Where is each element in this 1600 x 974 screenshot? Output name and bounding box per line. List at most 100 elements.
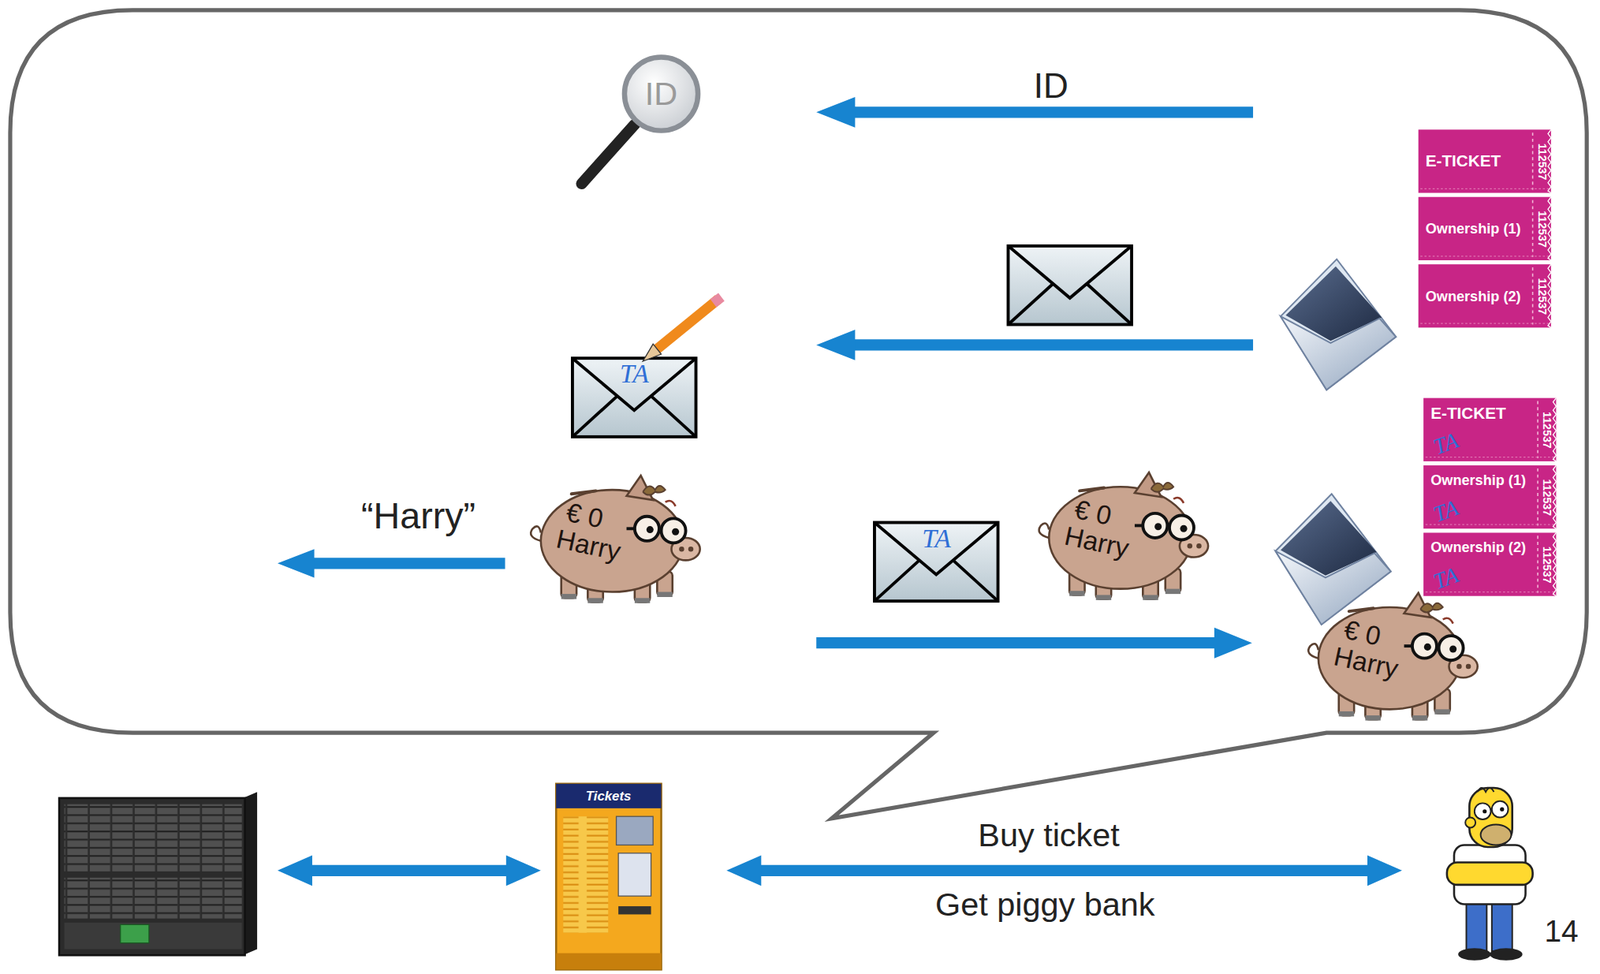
arrow-shaft — [846, 339, 1254, 351]
ticket-node: Ownership (2) 112537 — [1418, 264, 1552, 328]
pig-node: € 0Harry — [1312, 592, 1466, 725]
ticket-stub — [1418, 197, 1552, 261]
machine-keypad — [618, 853, 651, 896]
rack-base — [64, 922, 243, 950]
machine-base — [555, 953, 661, 970]
magnifier — [581, 56, 699, 183]
pig-node: € 0Harry — [1044, 471, 1198, 605]
label-text: Get piggy bank — [935, 885, 1156, 924]
machine-body — [555, 783, 661, 970]
signature-mark: TA — [1430, 496, 1462, 526]
label-text: ID — [1033, 65, 1069, 106]
owner-name: Harry — [1331, 641, 1401, 684]
signature-mark: TA — [921, 524, 952, 552]
figure-ear — [1465, 817, 1476, 828]
machine-title: Tickets — [585, 788, 632, 804]
figure-eye — [1491, 801, 1509, 818]
ticket-stub — [1418, 264, 1552, 328]
signature-mark: TA — [619, 360, 649, 388]
ticket-stub — [1418, 129, 1552, 193]
speech-bubble — [10, 10, 1587, 819]
envelope — [874, 522, 999, 602]
pencil-tip — [642, 343, 661, 362]
arrow-head — [506, 854, 541, 886]
label-text: 14 — [1544, 913, 1578, 950]
rack-screen — [120, 924, 150, 943]
ticket-node: Ownership (2) 112537 TA — [1423, 532, 1556, 596]
owner-name: Harry — [1062, 521, 1132, 564]
piggy-bank — [1308, 593, 1478, 721]
label-text: “Harry” — [361, 494, 476, 538]
rack-body — [59, 798, 246, 955]
magnifier-lens — [624, 56, 698, 131]
piggy-bank — [1039, 472, 1209, 601]
signature-mark: TA — [1430, 428, 1462, 459]
machine-menu — [563, 816, 608, 933]
id-text: ID — [645, 74, 678, 113]
env-node: TA — [874, 522, 999, 602]
ticket-title: E-TICKET — [1425, 152, 1501, 172]
figure-eye — [1474, 802, 1492, 820]
arrow-head — [816, 96, 855, 128]
pencil-eraser — [713, 297, 722, 304]
ticket-title: Ownership (2) — [1425, 287, 1522, 305]
figure-shoe — [1489, 947, 1522, 961]
ticket-stub — [1423, 465, 1556, 529]
arrow-head — [1367, 854, 1403, 886]
open-envelope — [1280, 259, 1396, 391]
machine-header — [555, 783, 661, 809]
rack-blades — [64, 877, 243, 919]
figure-head — [1469, 787, 1512, 847]
signature-mark: TA — [1430, 563, 1462, 594]
ticket-number: 112537 — [1536, 142, 1548, 180]
ticket-stub — [1423, 398, 1556, 462]
arrow-shaft — [755, 865, 1373, 877]
env-node: TA — [572, 358, 697, 437]
machine-slot — [618, 906, 651, 914]
envelope — [572, 358, 697, 437]
arrow-shaft — [816, 637, 1220, 649]
ticket-title: Ownership (1) — [1425, 220, 1522, 238]
server-rack — [59, 791, 258, 955]
magnifier-handle — [581, 124, 635, 184]
ticket-title: E-TICKET — [1430, 403, 1506, 423]
lens-node: ID — [625, 58, 698, 131]
arrow-shaft — [305, 865, 512, 877]
ticket-stub — [1423, 532, 1556, 596]
piggy-bank — [530, 475, 701, 604]
envelope — [1007, 246, 1132, 325]
arrow-shaft — [846, 106, 1254, 118]
machine-node: Tickets — [555, 783, 661, 809]
figure-arms — [1447, 861, 1533, 884]
ticket-node: Ownership (1) 112537 — [1418, 197, 1552, 261]
ticket-title: Ownership (1) — [1430, 471, 1526, 489]
label-text: Buy ticket — [977, 816, 1120, 855]
pencil — [642, 297, 722, 362]
arrow-shaft — [305, 557, 505, 569]
figure-pupil — [1482, 809, 1487, 814]
figure-leg — [1491, 898, 1513, 952]
ticket-number: 112537 — [1536, 277, 1548, 315]
figure-shoe — [1458, 947, 1491, 961]
arrow-head — [277, 854, 313, 886]
ticket-machine — [555, 783, 661, 970]
arrows — [277, 96, 1403, 886]
pencil-body — [656, 298, 719, 349]
ticket-number: 112537 — [1541, 545, 1553, 583]
ticket-number: 112537 — [1541, 478, 1553, 516]
figure-beard — [1480, 824, 1512, 846]
ticket-node: E-TICKET112537TA — [1423, 398, 1556, 462]
ticket-node: E-TICKET 112537 — [1418, 129, 1552, 193]
ticket-number: 112537 — [1536, 209, 1548, 247]
arrow-head — [726, 854, 761, 886]
homer-figure — [1447, 787, 1533, 961]
rack-blades — [64, 804, 243, 872]
arrow-head — [816, 329, 855, 361]
owner-name: Harry — [553, 524, 623, 567]
ticket-title: Ownership (2) — [1430, 538, 1526, 556]
machine-screen — [616, 816, 654, 845]
arrow-head — [1214, 627, 1253, 659]
figure-pupil — [1499, 807, 1504, 812]
